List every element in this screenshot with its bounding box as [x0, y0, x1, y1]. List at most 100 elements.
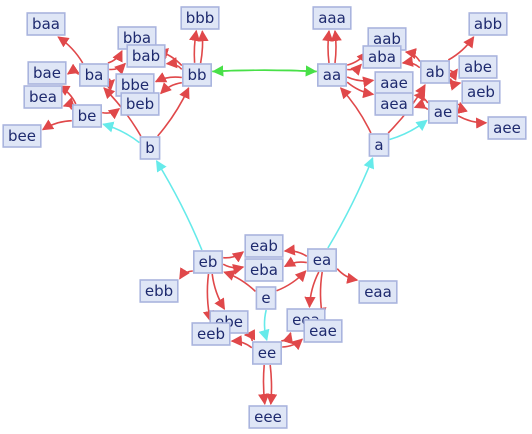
node-label: bae: [33, 64, 61, 82]
node-label: eb: [199, 253, 218, 271]
node-label: aaa: [318, 9, 346, 27]
node-eee: eee: [248, 405, 288, 429]
node-label: aeb: [467, 83, 495, 101]
edge-ea-to-eaa: [336, 268, 359, 284]
node-aa: aa: [316, 63, 347, 87]
edge-a-to-ae: [389, 119, 428, 141]
node-label: bba: [123, 29, 151, 47]
node-aab: aab: [367, 27, 407, 51]
edge-eb-to-eba: [222, 263, 245, 275]
edge-a-to-aa: [339, 87, 372, 134]
node-box: [458, 55, 498, 79]
edge-ba-to-bab: [109, 62, 126, 75]
node-box: [2, 124, 42, 148]
node-label: bea: [29, 88, 57, 106]
node-bbe: bbe: [115, 73, 155, 97]
edge-ea-to-eea: [304, 271, 320, 309]
node-box: [182, 63, 213, 87]
edge-ba-to-bba: [107, 49, 123, 64]
edge-ab-to-aba: [401, 55, 421, 69]
node-label: baa: [32, 15, 60, 33]
node-box: [358, 280, 398, 304]
node-aba: aba: [362, 45, 402, 69]
edge-ab-to-abe: [446, 68, 458, 81]
node-label: abb: [474, 15, 502, 33]
edge-ea-to-a: [327, 156, 375, 249]
edge-aa-to-aaa: [330, 29, 342, 64]
edge-ae-to-aea: [413, 98, 429, 111]
node-eab: eab: [244, 234, 284, 258]
node-label: eae: [309, 322, 337, 340]
node-label: ee: [258, 344, 276, 362]
node-label: bee: [8, 127, 36, 145]
node-label: ae: [434, 103, 452, 121]
edge-aa-to-aea: [346, 81, 375, 99]
edge-be-to-bee: [41, 119, 72, 131]
edge-aa-to-aaa: [322, 29, 334, 64]
node-label: aae: [380, 74, 408, 92]
node-box: [255, 286, 277, 310]
node-box: [306, 248, 337, 272]
edge-bb-to-bbb: [197, 30, 209, 64]
node-box: [461, 80, 501, 104]
node-label: e: [261, 289, 270, 307]
edge-aa-to-aba: [347, 63, 362, 76]
node-box: [362, 45, 402, 69]
node-label: eaa: [364, 283, 392, 301]
node-box: [139, 279, 179, 303]
edge-eb-to-ebb: [179, 267, 193, 280]
node-label: b: [145, 139, 155, 157]
node-label: eeb: [197, 325, 225, 343]
edge-ee-to-eae: [282, 338, 304, 351]
node-aeb: aeb: [461, 80, 501, 104]
node-label: ea: [313, 251, 331, 269]
node-label: aee: [493, 119, 521, 137]
node-aea: aea: [374, 92, 414, 116]
node-label: aea: [380, 95, 408, 113]
edge-layer: [41, 29, 488, 406]
edge-eb-to-eab: [223, 251, 245, 263]
edge-eb-to-ebe: [211, 273, 226, 310]
edge-e-to-ee: [258, 309, 270, 342]
edge-ab-to-aab: [404, 48, 421, 62]
edge-ae-to-aee: [457, 115, 488, 129]
node-box: [248, 405, 288, 429]
node-box: [419, 60, 450, 84]
node-ee: ee: [252, 341, 283, 365]
edge-ba-to-baa: [57, 36, 84, 64]
node-box: [23, 85, 63, 109]
edge-ab-to-aeb: [449, 78, 462, 91]
edge-ae-to-aae: [413, 90, 429, 104]
edge-aa-to-bb: [212, 65, 317, 77]
node-e: e: [255, 286, 277, 310]
node-label: ab: [426, 63, 445, 81]
node-label: be: [78, 107, 97, 125]
node-label: a: [374, 136, 383, 154]
node-abe: abe: [458, 55, 498, 79]
edge-ee-to-eea: [281, 331, 294, 345]
node-box: [180, 6, 220, 30]
node-label: eab: [250, 237, 278, 255]
node-label: ebb: [145, 282, 173, 300]
node-box: [191, 322, 231, 346]
node-eeb: eeb: [191, 322, 231, 346]
node-label: bbb: [186, 9, 215, 27]
node-box: [374, 92, 414, 116]
node-box: [193, 250, 224, 274]
node-box: [27, 61, 67, 85]
node-aae: aae: [374, 71, 414, 95]
node-eae: eae: [303, 319, 343, 343]
node-label: abe: [464, 58, 492, 76]
node-label: aba: [368, 48, 396, 66]
node-box: [72, 104, 103, 128]
node-label: bab: [132, 47, 160, 65]
edge-ba-to-bbe: [103, 78, 116, 91]
node-ab: ab: [419, 60, 450, 84]
node-label: aab: [373, 30, 401, 48]
node-aaa: aaa: [312, 6, 352, 30]
edge-bb-to-beb: [160, 81, 182, 95]
node-aee: aee: [487, 116, 527, 140]
edge-ee-to-eee: [258, 364, 270, 406]
node-ebb: ebb: [139, 279, 179, 303]
